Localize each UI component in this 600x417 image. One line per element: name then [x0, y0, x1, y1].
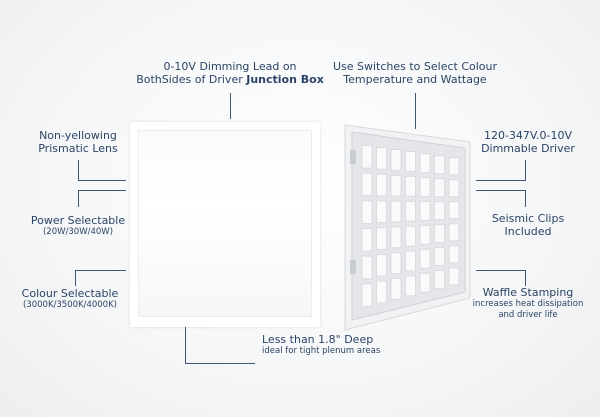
power-leader [78, 190, 79, 207]
colour-leader [75, 270, 76, 286]
waffle-cell [376, 280, 387, 304]
waffle-label: Waffle Stamping increases heat dissipati… [458, 286, 598, 321]
waffle-cell [448, 223, 460, 242]
power-title: Power Selectable [30, 214, 126, 227]
lens-leader-h [78, 180, 126, 181]
waffle-cell [434, 247, 445, 267]
waffle-cell [419, 248, 431, 269]
waffle-cell [434, 178, 445, 198]
driver-leader [525, 160, 526, 180]
waffle-cell [390, 149, 402, 171]
colour-title: Colour Selectable [21, 287, 119, 300]
lens-line1: Non-yellowing [39, 129, 117, 142]
depth-leader-h [185, 363, 255, 364]
lens-leader [78, 160, 79, 180]
waffle-cell [405, 225, 416, 247]
waffle-cell [376, 227, 387, 250]
driver-label: 120-347V.0-10V Dimmable Driver [468, 129, 588, 155]
switches-line1: Use Switches to Select Colour [332, 60, 498, 73]
waffle-leader-h [476, 270, 526, 271]
depth-sub: ideal for tight plenum areas [262, 346, 381, 356]
depth-leader [185, 327, 186, 363]
waffle-cell [405, 151, 416, 172]
lens-label: Non-yellowing Prismatic Lens [18, 129, 138, 155]
colour-label: Colour Selectable (3000K/3500K/4000K) [5, 287, 135, 311]
waffle-cell [434, 224, 445, 244]
waffle-cell [361, 227, 373, 252]
junction-box-line1: 0-10V Dimming Lead on [163, 60, 297, 73]
driver-line1: 120-347V.0-10V [483, 129, 573, 142]
led-panel-back [344, 124, 471, 331]
waffle-cell [419, 200, 431, 221]
waffle-cell [361, 283, 373, 308]
waffle-cell [448, 157, 460, 176]
junction-box-line2: BothSides of Driver [136, 73, 247, 86]
waffle-cell [405, 175, 416, 197]
waffle-cell [448, 245, 460, 264]
seismic-leader [525, 190, 526, 207]
colour-leader-h [75, 270, 126, 271]
waffle-sub1: increases heat dissipation [472, 299, 584, 309]
waffle-cell [419, 177, 431, 197]
lens-line2: Prismatic Lens [38, 142, 118, 155]
junction-box-label: 0-10V Dimming Lead on BothSides of Drive… [130, 60, 330, 86]
seismic-line2: Included [504, 225, 552, 238]
driver-line2: Dimmable Driver [481, 142, 575, 155]
waffle-cell [448, 267, 460, 286]
waffle-cell [376, 253, 387, 277]
power-sub: (20W/30W/40W) [42, 227, 114, 237]
junction-box-leader [230, 93, 231, 119]
power-leader-h [78, 190, 126, 191]
led-panel-front [130, 122, 320, 327]
waffle-cell [434, 155, 445, 175]
waffle-cell [376, 200, 387, 224]
seismic-leader-h [476, 190, 526, 191]
waffle-cell [361, 200, 373, 224]
waffle-cell [361, 172, 373, 197]
depth-label: Less than 1.8" Deep ideal for tight plen… [262, 333, 380, 357]
seismic-line1: Seismic Clips [491, 212, 565, 225]
waffle-cell [361, 255, 373, 280]
waffle-cell [390, 252, 402, 275]
waffle-cell [405, 250, 416, 272]
waffle-cell [376, 146, 387, 170]
colour-sub: (3000K/3500K/4000K) [23, 300, 117, 310]
power-label: Power Selectable (20W/30W/40W) [13, 214, 143, 238]
waffle-cell [434, 270, 445, 290]
waffle-cell [390, 174, 402, 197]
waffle-cell [376, 173, 387, 197]
driver-leader-h [476, 180, 526, 181]
switches-leader [415, 93, 416, 129]
switches-label: Use Switches to Select Colour Temperatur… [315, 60, 515, 86]
waffle-cell [448, 201, 460, 220]
waffle-cell [390, 200, 402, 223]
waffle-cell [390, 226, 402, 249]
waffle-cell [361, 144, 373, 169]
waffle-cell [405, 275, 416, 297]
waffle-cell [419, 224, 431, 245]
depth-title: Less than 1.8" Deep [262, 333, 374, 346]
waffle-cell [419, 272, 431, 293]
junction-box-bold: Junction Box [246, 73, 324, 86]
waffle-cell [434, 201, 445, 221]
seismic-label: Seismic Clips Included [468, 212, 588, 238]
waffle-title: Waffle Stamping [482, 286, 574, 299]
waffle-sub2: and driver life [498, 310, 558, 320]
waffle-cell [390, 278, 402, 300]
waffle-cell [419, 153, 431, 174]
waffle-cell [448, 179, 460, 198]
waffle-leader [525, 270, 526, 286]
switches-line2: Temperature and Wattage [343, 73, 487, 86]
waffle-cell [405, 200, 416, 222]
